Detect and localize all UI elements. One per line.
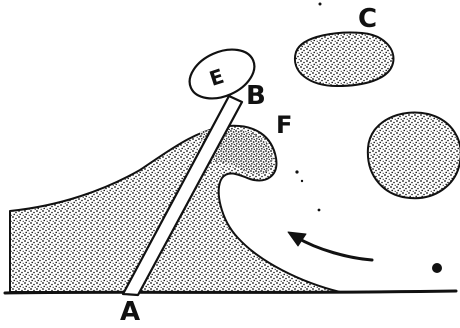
label-c: C <box>358 4 377 34</box>
label-b: B <box>246 81 266 111</box>
speck <box>295 170 298 173</box>
blob-c <box>295 33 394 86</box>
speck <box>319 3 322 6</box>
curved-arrow <box>296 237 372 260</box>
arrow-head <box>288 232 306 246</box>
blob-round <box>368 112 460 198</box>
speck <box>301 180 303 182</box>
label-f: F <box>276 111 292 139</box>
label-a: A <box>120 297 140 327</box>
ground-line <box>5 291 456 293</box>
speck <box>318 209 321 212</box>
dot-marker <box>432 263 442 273</box>
